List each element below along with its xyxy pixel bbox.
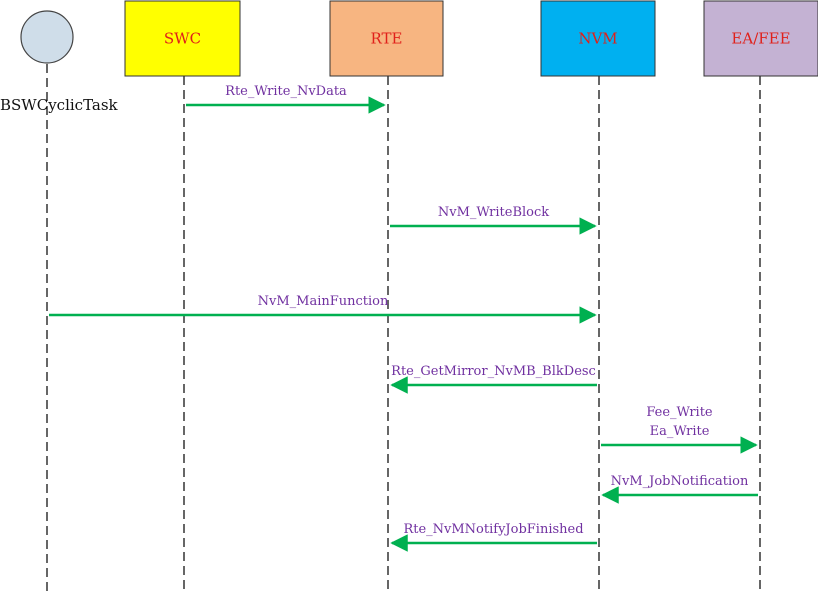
message-label: NvM_MainFunction bbox=[258, 294, 389, 309]
actor-name: BSWCyclicTask bbox=[0, 96, 119, 114]
message-label: Fee_Write bbox=[646, 405, 713, 420]
messages: Rte_Write_NvDataNvM_WriteBlockNvM_MainFu… bbox=[49, 84, 758, 552]
participant-label-rte: RTE bbox=[371, 30, 403, 48]
participant-box-nvm bbox=[540, 0, 656, 77]
participant-heads: BSWCyclicTask SWC RTE NVM EA/FEE bbox=[0, 0, 818, 114]
message-label: Rte_GetMirror_NvMB_BlkDesc bbox=[391, 364, 596, 379]
lifelines bbox=[46, 64, 761, 591]
participant-label-swc: SWC bbox=[164, 30, 201, 48]
actor-circle bbox=[20, 10, 74, 64]
participant-label-nvm: NVM bbox=[578, 30, 617, 48]
message-label: Rte_Write_NvData bbox=[225, 84, 347, 99]
message-label: NvM_JobNotification bbox=[611, 474, 749, 489]
participant-box-eafee bbox=[703, 0, 818, 77]
participant-box-swc bbox=[124, 0, 241, 77]
participant-label-eafee: EA/FEE bbox=[731, 30, 790, 48]
message-label: Ea_Write bbox=[650, 424, 710, 439]
participant-box-rte bbox=[329, 0, 444, 77]
message-label: NvM_WriteBlock bbox=[438, 205, 549, 220]
message-label: Rte_NvMNotifyJobFinished bbox=[403, 522, 583, 537]
